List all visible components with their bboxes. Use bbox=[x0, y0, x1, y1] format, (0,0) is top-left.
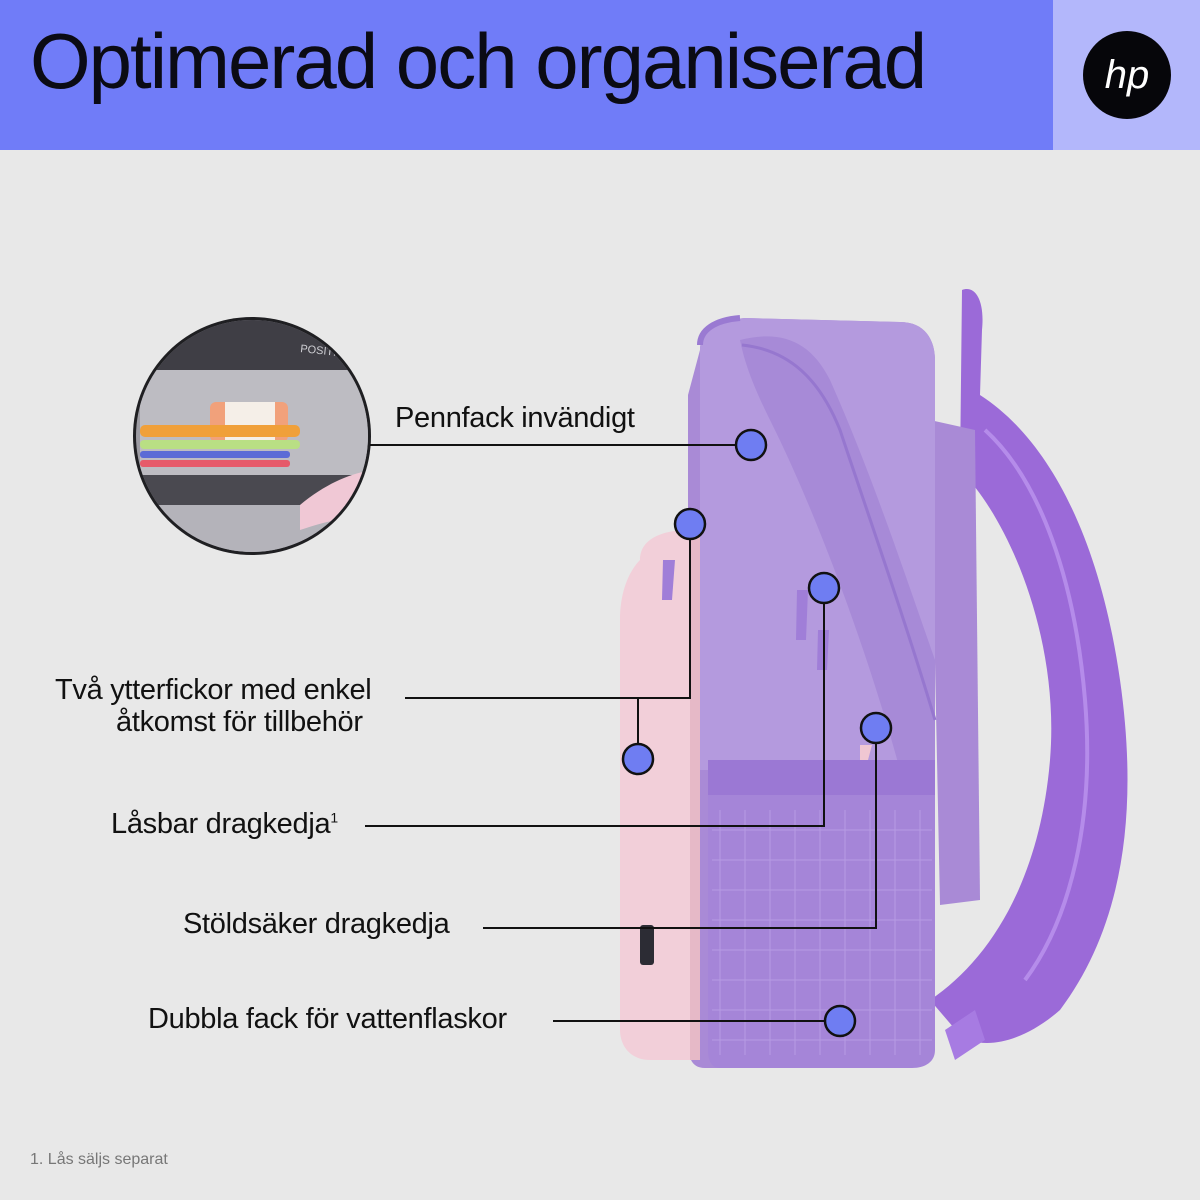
callout-label-ytterfickor-line2: åtkomst för tillbehör bbox=[116, 706, 363, 738]
callout-label-lasbar-text: Låsbar dragkedja bbox=[111, 808, 331, 840]
header-bar bbox=[0, 0, 1053, 150]
hp-logo-mark: hp bbox=[1105, 53, 1150, 97]
back-panel bbox=[930, 420, 980, 905]
callout-dot-lasbar bbox=[807, 571, 841, 605]
callout-label-vattenflaskor: Dubbla fack för vattenflaskor bbox=[148, 1003, 507, 1035]
leader-line-ytterfickor bbox=[405, 538, 691, 699]
callout-label-pennfack: Pennfack invändigt bbox=[395, 402, 635, 434]
strap-buckle bbox=[945, 1010, 985, 1060]
callout-label-ytterfickor-line1: Två ytterfickor med enkel bbox=[55, 674, 372, 706]
footnote-marker: 1 bbox=[330, 809, 338, 826]
callout-dot-stoldsaker bbox=[859, 711, 893, 745]
leader-line-stoldsaker bbox=[483, 742, 877, 929]
front-zip-seam bbox=[741, 343, 937, 721]
inset-pen-red bbox=[140, 460, 290, 467]
front-pocket bbox=[620, 530, 700, 1060]
leader-line-lasbar bbox=[365, 602, 825, 827]
inset-pen-blue bbox=[140, 451, 290, 458]
callout-lines bbox=[365, 444, 877, 1022]
bottle-pocket-elastic bbox=[708, 760, 935, 795]
front-pocket-edge bbox=[690, 530, 700, 1060]
hp-logo-text: hp bbox=[1105, 53, 1150, 97]
top-handle bbox=[697, 315, 741, 346]
callout-label-stoldsaker: Stöldsäker dragkedja bbox=[183, 908, 450, 940]
mesh-pattern bbox=[712, 810, 932, 1055]
callout-dot-vattenflaskor bbox=[823, 1004, 857, 1038]
callout-dots bbox=[621, 428, 893, 1038]
callout-label-lasbar: Låsbar dragkedja1 bbox=[111, 808, 338, 841]
callout-dot-ytterficka-upper bbox=[673, 507, 707, 541]
pen-pocket-inset: POSITION BOX bbox=[133, 317, 371, 555]
callout-dot-ytterficka-lower bbox=[621, 742, 655, 776]
inset-pen-green bbox=[140, 440, 300, 449]
page-title: Optimerad och organiserad bbox=[30, 17, 927, 105]
zipper-pull-lock-a bbox=[796, 590, 808, 640]
inset-pen-orange bbox=[140, 425, 300, 437]
hp-logo-icon bbox=[1083, 31, 1171, 119]
callout-dot-pennfack bbox=[734, 428, 768, 462]
zipper-pull-antitheft bbox=[860, 745, 872, 760]
strap-stitching bbox=[983, 428, 1090, 982]
zipper-pull-pocket bbox=[662, 560, 675, 600]
brand-tab bbox=[640, 925, 654, 965]
front-zip-panel bbox=[740, 336, 935, 770]
bottle-pocket bbox=[708, 760, 935, 1068]
footnote: 1. Lås säljs separat bbox=[30, 1151, 168, 1168]
inset-lining bbox=[136, 505, 368, 552]
